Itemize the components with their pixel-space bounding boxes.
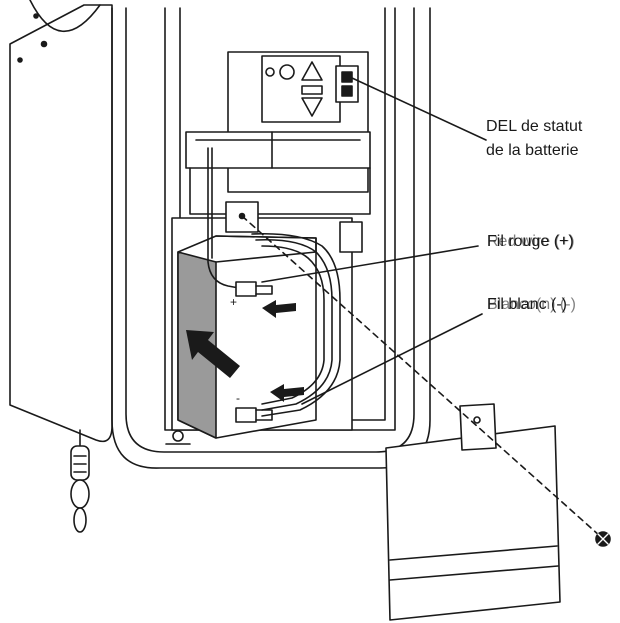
- white-wire-label-overprint: Blanco(n) (-): [487, 296, 576, 313]
- connector-arrow-icon: [262, 300, 304, 402]
- front-cover: [9, 4, 113, 443]
- opener-housing: [111, 7, 431, 469]
- red-wire-label: Red wire (+) Fil rouge (+): [487, 230, 575, 254]
- battery-status-led-label: DEL de statut de la batterie: [486, 115, 582, 163]
- insert-arrow-icon: [186, 330, 240, 378]
- leader-white-wire: [301, 313, 483, 405]
- bottom-connector: [235, 407, 257, 423]
- red-wire-label-text: Fil rouge (+): [487, 233, 574, 250]
- screw-path: [241, 215, 601, 537]
- white-wire-label-text: Fil blanc (-): [487, 296, 568, 313]
- battery-cover: [385, 425, 561, 621]
- led-button-1: [265, 67, 275, 77]
- svg-text:-: -: [236, 391, 240, 405]
- leader-red-wire: [261, 245, 479, 283]
- top-connector: [235, 281, 257, 297]
- led-label-line-2: de la batterie: [486, 142, 579, 159]
- svg-text:+: +: [230, 295, 237, 309]
- screw-icon: [595, 531, 611, 547]
- white-wire-label: Blanco(n) (-) Fil blanc (-): [487, 293, 576, 317]
- pull-cord-handle: [70, 445, 90, 481]
- led-label-line-1: DEL de statut: [486, 118, 583, 135]
- red-wire: [207, 147, 251, 291]
- cover-tab: [459, 403, 497, 451]
- red-wire-label-overprint: Red wire (+): [487, 233, 575, 250]
- leader-led: [351, 77, 487, 141]
